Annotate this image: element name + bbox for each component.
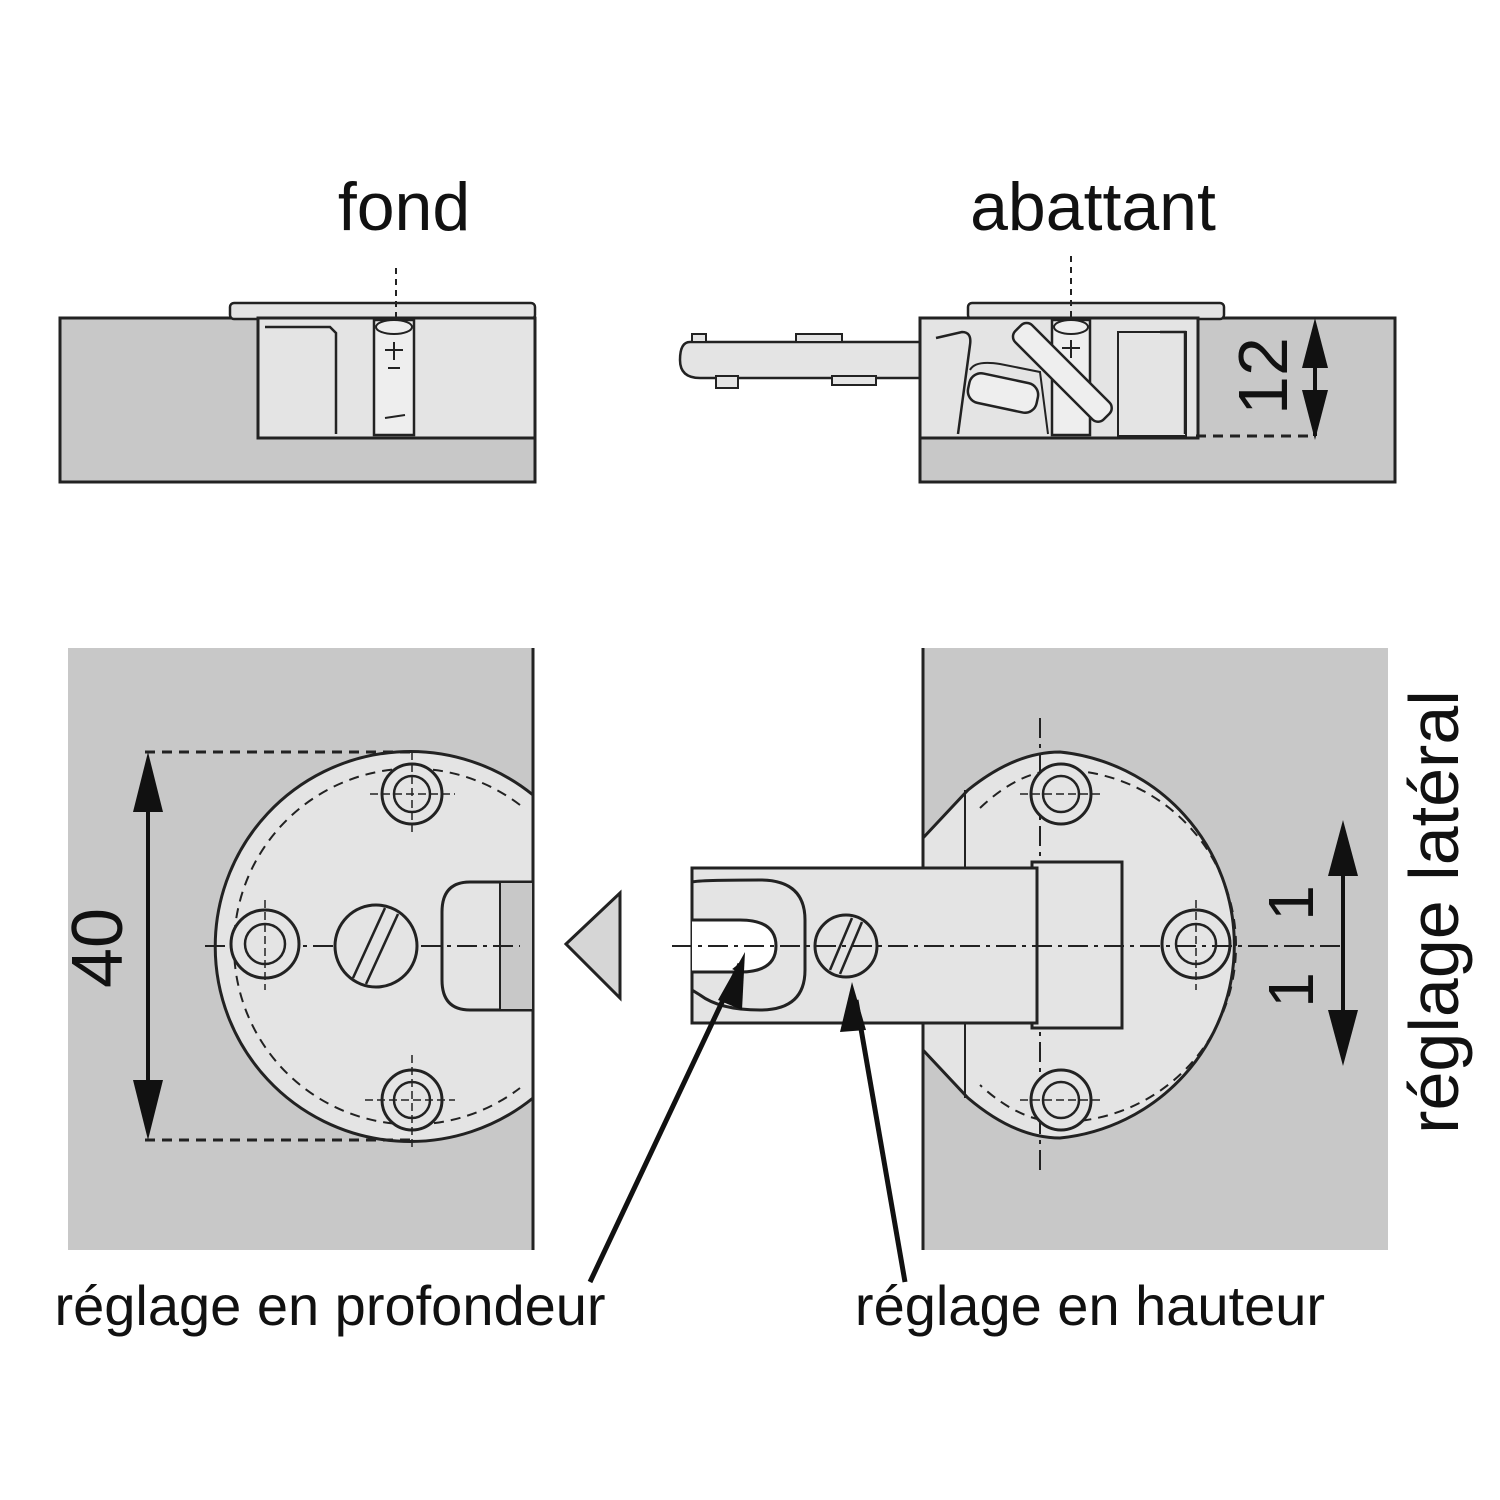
label-abattant: abattant bbox=[970, 169, 1216, 245]
dim-lateral-plus: 1 bbox=[1255, 885, 1327, 921]
adjust-screw-fond bbox=[333, 903, 419, 989]
hinge-arm bbox=[678, 340, 922, 380]
dim-cup-diameter: 40 bbox=[58, 908, 138, 988]
fond-plan-view bbox=[68, 648, 535, 1250]
label-fond: fond bbox=[338, 169, 470, 245]
screw-hole-left bbox=[229, 900, 301, 990]
fond-side-view bbox=[58, 268, 537, 484]
screw-hole-right-abattant bbox=[1160, 900, 1232, 990]
mounting-screw bbox=[372, 318, 416, 437]
abattant-side-view bbox=[678, 256, 1397, 484]
screw-hole-top-abattant bbox=[1020, 762, 1102, 826]
screw-hole-top bbox=[370, 752, 455, 836]
pointer-height bbox=[853, 999, 908, 1283]
pointer-depth bbox=[587, 962, 743, 1284]
abattant-plan-view bbox=[672, 648, 1388, 1250]
direction-triangle bbox=[563, 889, 622, 1002]
dim-cup-depth: 12 bbox=[1224, 337, 1302, 415]
label-height-adjust: réglage en hauteur bbox=[855, 1274, 1325, 1337]
label-lateral-adjust: réglage latéral bbox=[1395, 690, 1473, 1134]
spring-lever bbox=[1011, 321, 1113, 423]
dim-lateral-minus: 1 bbox=[1255, 972, 1327, 1008]
screw-hole-bottom bbox=[365, 1055, 455, 1150]
screw-hole-bottom-abattant bbox=[1020, 1068, 1102, 1132]
label-depth-adjust: réglage en profondeur bbox=[54, 1274, 605, 1337]
